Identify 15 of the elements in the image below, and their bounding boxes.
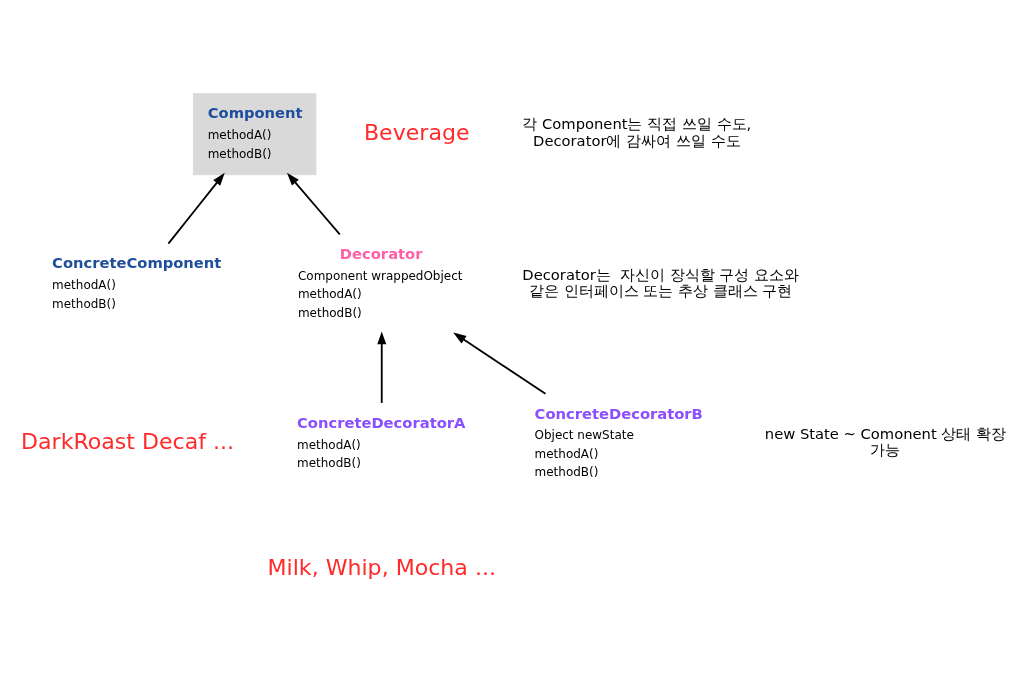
node-text: Decorator Component wrappedObject methodA() methodB() (297, 245, 463, 320)
arrow (286, 172, 341, 236)
node-text: ConcreteDecoratorA methodA() methodB() (297, 413, 466, 470)
label: 각 Component는 직접 쓰일 수도, Decorator에 감싸여 쓰일 수도 (522, 115, 752, 149)
label: DarkRoast Decaf ... (21, 428, 235, 455)
label: new State ~ Comonent 상태 확장 가능 (764, 424, 1007, 459)
arrow (377, 331, 387, 404)
label: Milk, Whip, Mocha ... (267, 554, 496, 581)
arrow (167, 172, 225, 245)
arrow (453, 332, 547, 395)
node-box: Component methodA() methodB() (193, 93, 317, 176)
label: Decorator는 자신이 장식할 구성 요소와 같은 인터페이스 또는 추상 클래스 구현 (522, 265, 800, 300)
label: Beverage (363, 118, 470, 145)
node-text: ConcreteComponent methodA() methodB() (52, 254, 222, 311)
node-text: ConcreteDecoratorB Object newState methodA() methodB() (534, 404, 703, 480)
